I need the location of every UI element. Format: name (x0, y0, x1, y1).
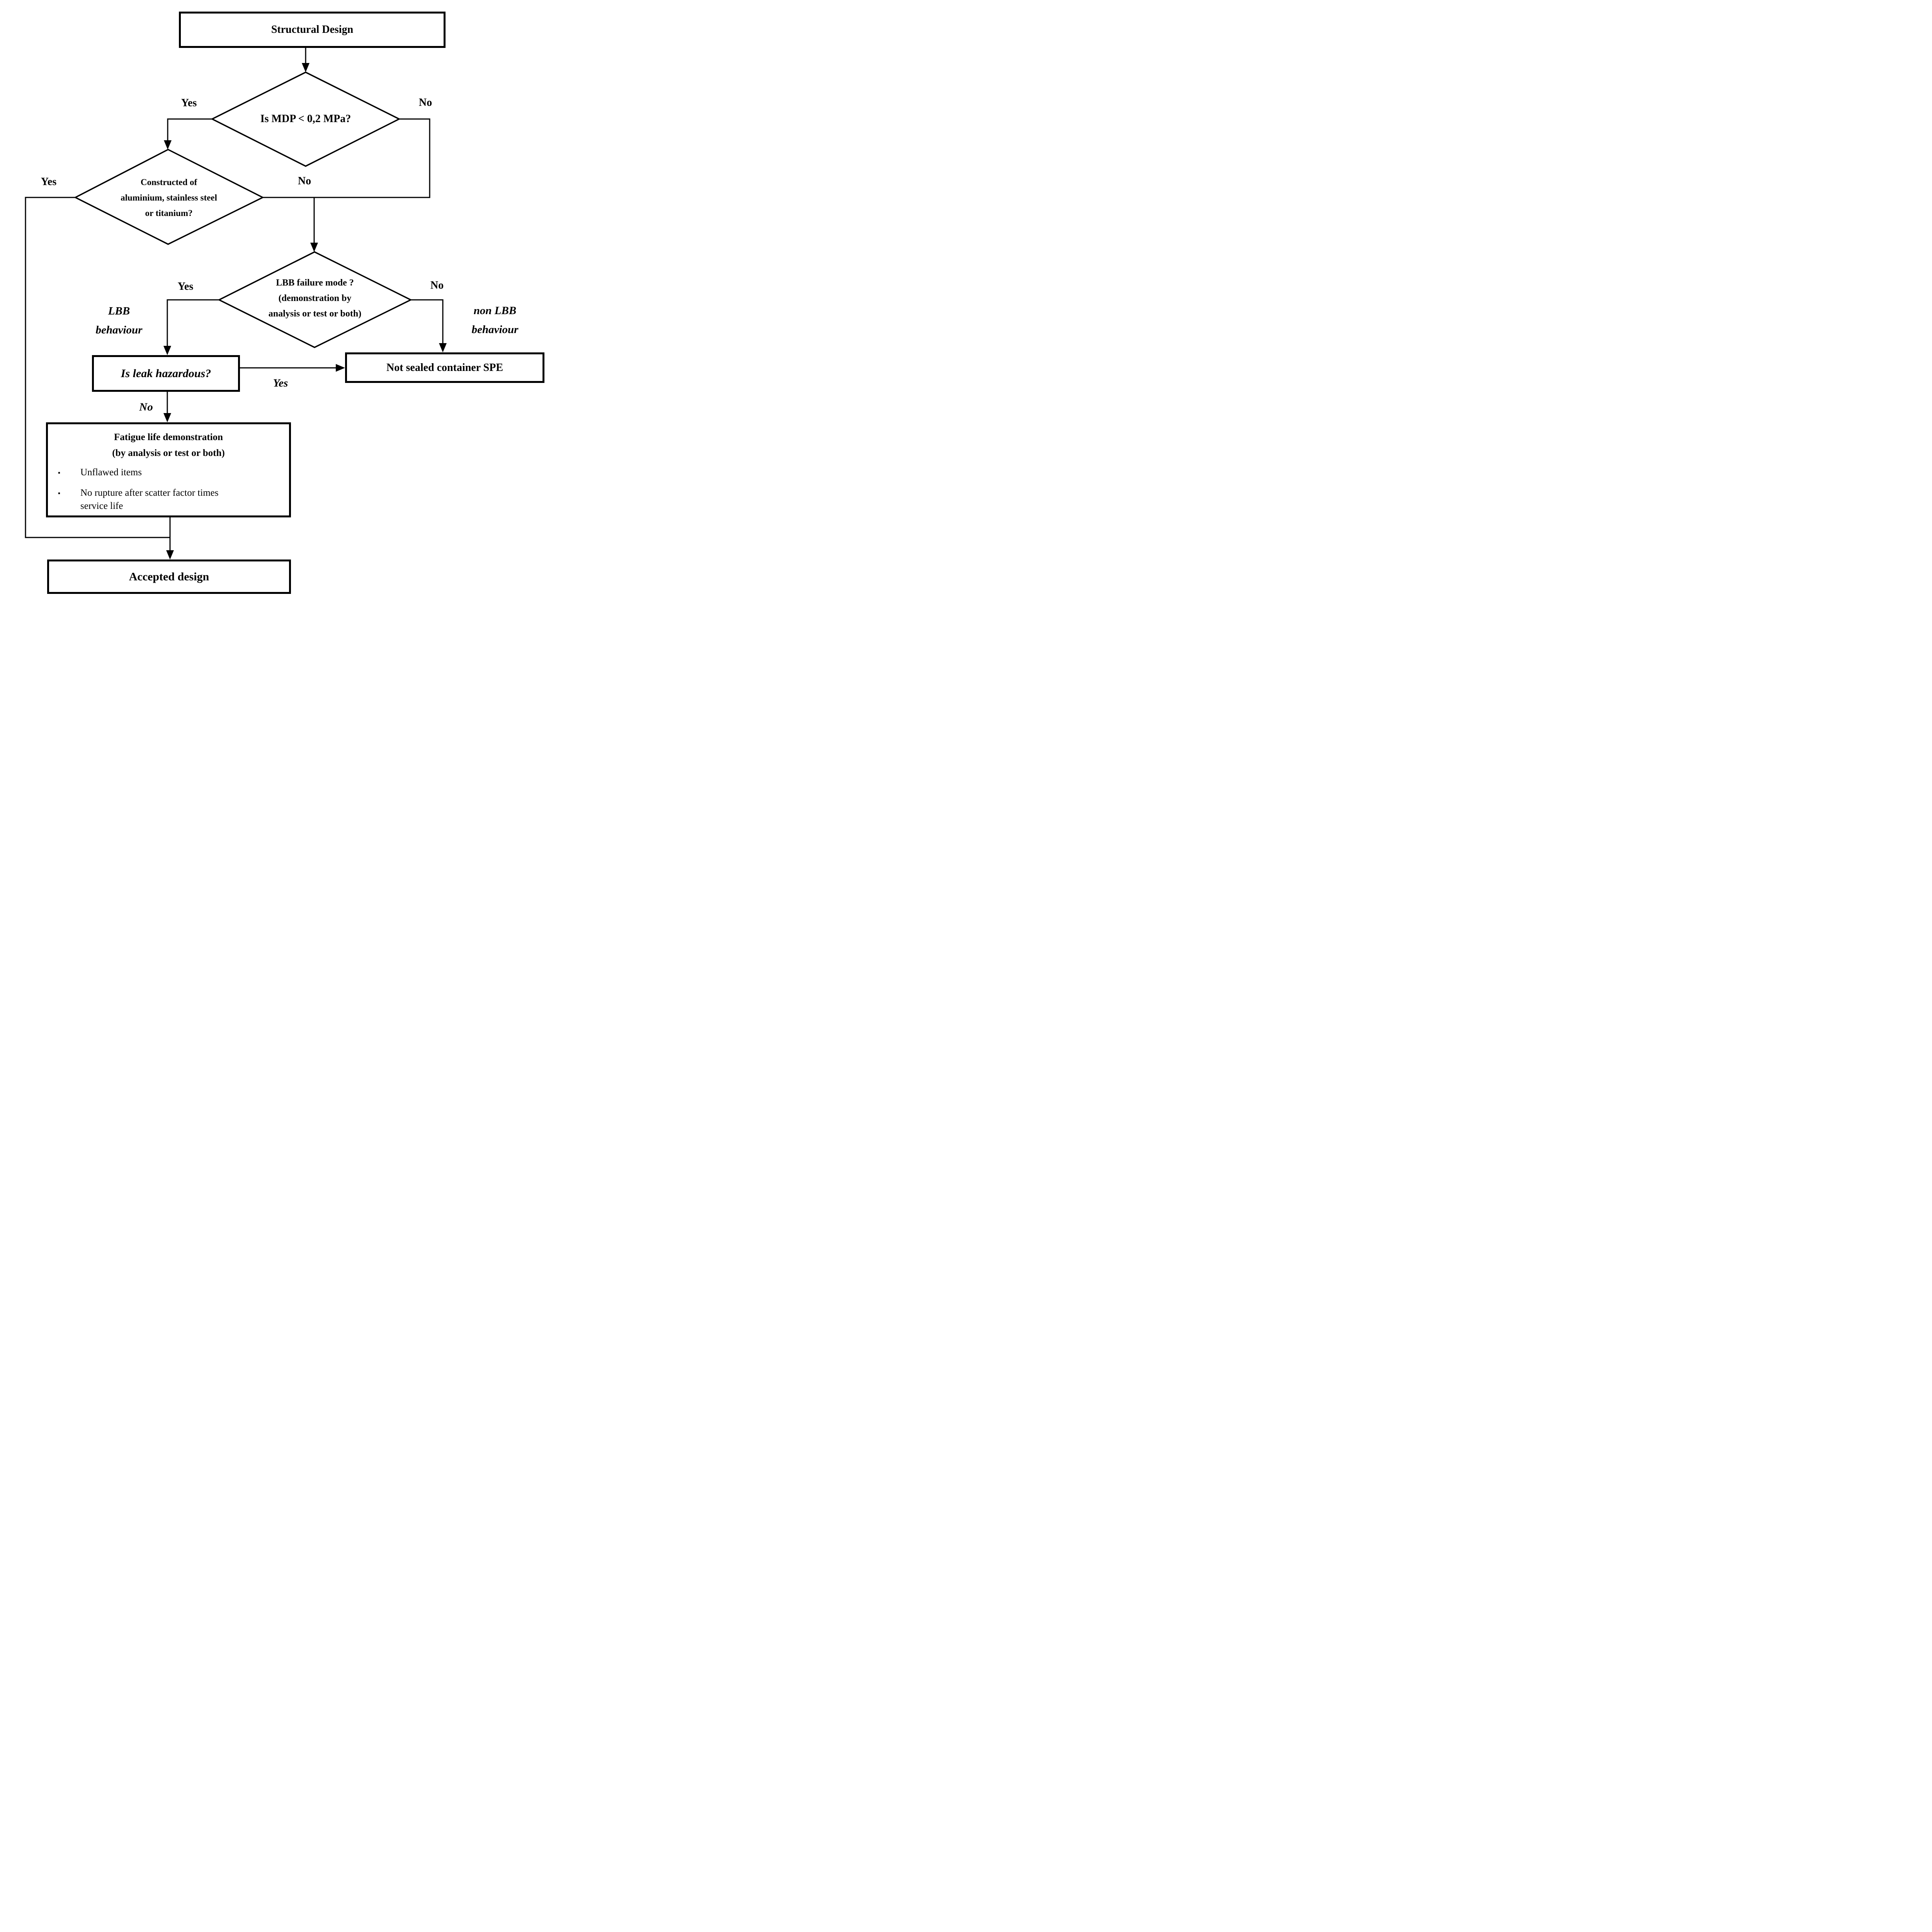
edge-mdp-yes (167, 118, 212, 143)
label-lbb-behaviour-line1: LBB (108, 305, 130, 317)
label-leak-no: No (139, 401, 153, 413)
arrowhead-into-accepted (166, 550, 174, 560)
fatigue-bullet-no-rupture-line2: service life (80, 501, 123, 511)
node-fatigue-life-demonstration: Fatigue life demonstration (by analysis … (46, 422, 291, 517)
arrowhead-into-mdp (302, 63, 310, 72)
arrowhead-into-notsealed-top (439, 343, 447, 352)
label-mdp-yes: Yes (181, 97, 197, 109)
flowchart-structural-design: Structural Design Is leak hazardous? Not… (0, 0, 550, 601)
lbb-decision-line2: (demonstration by (278, 293, 352, 303)
mdp-decision-label: Is MDP < 0,2 MPa? (260, 113, 351, 125)
label-non-lbb-behaviour-line2: behaviour (471, 323, 519, 336)
bullet-square-icon: ▪ (58, 490, 61, 497)
label-non-lbb-behaviour-line1: non LBB (473, 304, 517, 317)
node-is-leak-hazardous: Is leak hazardous? (92, 355, 240, 392)
lbb-decision-label: LBB failure mode ? (demonstration by ana… (269, 275, 361, 321)
edge-mdp-no (263, 118, 430, 198)
arrowhead-into-material (164, 140, 172, 150)
diamond-lbb-decision (218, 251, 412, 348)
material-decision-line3: or titanium? (145, 208, 193, 218)
lbb-decision-line3: analysis or test or both) (268, 309, 362, 319)
node-structural-design: Structural Design (179, 12, 446, 48)
fatigue-bullet-no-rupture-line1: No rupture after scatter factor times (80, 488, 219, 498)
diamond-mdp-decision (211, 71, 401, 167)
material-decision-line1: Constructed of (140, 177, 197, 187)
arrowhead-into-fatigue (163, 413, 171, 422)
node-accepted-design: Accepted design (47, 560, 291, 594)
fatigue-title-line2: (by analysis or test or both) (112, 448, 225, 458)
label-mdp-no: No (418, 97, 432, 109)
fatigue-bullet-unflawed: Unflawed items (80, 467, 142, 478)
label-material-yes: Yes (41, 176, 57, 188)
label-leak-yes: Yes (273, 377, 288, 389)
node-structural-design-label: Structural Design (271, 24, 354, 36)
bullet-square-icon: ▪ (58, 469, 61, 476)
diamond-material-decision (74, 149, 264, 245)
node-not-sealed-container-spe: Not sealed container SPE (345, 352, 544, 383)
arrowhead-into-lbb (310, 243, 318, 252)
node-accepted-design-label: Accepted design (129, 570, 209, 583)
label-lbb-behaviour-line2: behaviour (95, 324, 143, 336)
label-lbb-no: No (430, 279, 444, 291)
label-lbb-yes: Yes (177, 281, 194, 293)
material-decision-label: Constructed of aluminium, stainless stee… (121, 175, 217, 221)
label-lbb-behaviour: LBB behaviour (96, 302, 143, 340)
label-material-no: No (298, 175, 311, 187)
label-non-lbb-behaviour: non LBB behaviour (472, 301, 519, 339)
edge-material-yes-rail (25, 197, 170, 538)
node-is-leak-hazardous-label: Is leak hazardous? (121, 367, 211, 380)
fatigue-title-line1: Fatigue life demonstration (114, 432, 223, 442)
material-decision-line2: aluminium, stainless steel (121, 193, 217, 202)
lbb-decision-line1: LBB failure mode ? (276, 278, 354, 288)
edge-lbb-no (411, 299, 444, 346)
arrowhead-into-notsealed-left (336, 364, 345, 372)
node-not-sealed-label: Not sealed container SPE (386, 361, 503, 374)
edge-lbb-yes (167, 299, 219, 349)
arrowhead-into-leak (163, 346, 171, 355)
flowchart-connectors-layer (25, 48, 447, 560)
